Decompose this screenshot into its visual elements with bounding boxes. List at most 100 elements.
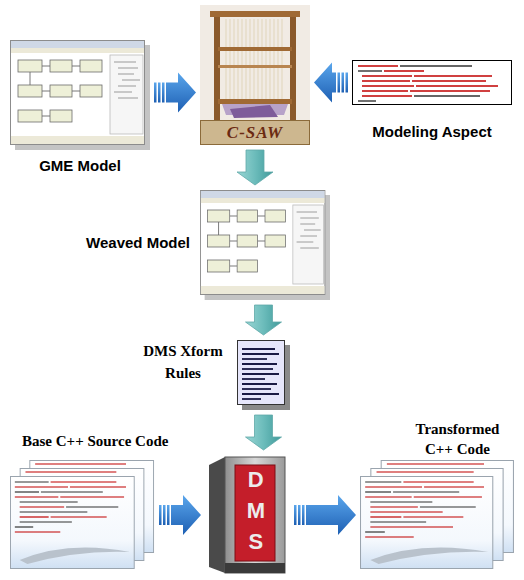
art-detail <box>200 5 310 145</box>
art-detail <box>297 212 317 213</box>
art-detail <box>254 19 255 101</box>
art-detail <box>207 210 229 222</box>
art-detail <box>365 496 412 497</box>
art-detail <box>300 224 315 225</box>
arrow-shape <box>159 505 162 525</box>
art-detail <box>370 511 442 512</box>
server-tower: DMS <box>205 455 290 575</box>
arrow-shape <box>346 73 349 93</box>
art-detail <box>362 95 412 96</box>
art-detail <box>72 66 80 67</box>
art-detail <box>11 41 144 48</box>
art-detail <box>230 266 237 267</box>
code-pages: Transformed C++ Code <box>360 460 515 570</box>
art-detail <box>15 496 59 497</box>
art-detail <box>242 393 279 395</box>
loom-picture: C-SAW <box>200 5 310 145</box>
art-detail <box>80 85 102 97</box>
art-detail <box>242 368 273 370</box>
code-pages <box>360 460 515 570</box>
flow-arrow <box>154 73 196 113</box>
art-detail <box>410 90 490 91</box>
code-pages <box>10 460 155 570</box>
art-detail <box>11 41 145 145</box>
art-detail <box>424 486 484 487</box>
art-detail <box>18 110 42 122</box>
art-detail <box>218 222 219 235</box>
art-detail <box>234 19 235 101</box>
art-detail <box>377 471 474 472</box>
art-detail <box>400 65 472 66</box>
art-detail <box>293 205 324 284</box>
art-detail <box>20 521 72 522</box>
art-detail <box>51 481 117 482</box>
art-detail <box>201 121 310 145</box>
art-detail <box>403 516 463 517</box>
art-detail <box>114 92 132 93</box>
art-detail <box>365 482 484 537</box>
art-detail <box>42 91 50 92</box>
art-detail <box>66 506 118 507</box>
art-detail <box>242 373 279 375</box>
arrow-shape <box>158 83 161 103</box>
node-label: DMS <box>241 467 270 560</box>
art-detail <box>51 516 107 517</box>
art-detail <box>416 85 498 86</box>
arrow-shape <box>314 63 336 103</box>
art-detail <box>15 491 39 492</box>
art-detail <box>18 60 42 72</box>
art-detail <box>210 11 300 17</box>
model-screenshot: GME Model <box>10 40 150 150</box>
art-detail <box>370 516 401 517</box>
art-detail <box>11 136 144 144</box>
art-detail <box>304 230 321 231</box>
arrow-shape <box>306 495 356 535</box>
art-detail <box>242 348 275 350</box>
art-detail <box>201 191 325 198</box>
art-detail <box>361 477 493 569</box>
art-detail <box>258 19 259 101</box>
art-detail <box>370 521 426 522</box>
arrow-shape <box>167 505 170 525</box>
art-detail <box>238 341 285 405</box>
node-label: C-SAW <box>200 121 310 144</box>
art-detail <box>300 236 317 237</box>
art-detail <box>353 61 512 105</box>
art-detail <box>207 260 229 272</box>
flow-arrow <box>159 495 201 535</box>
art-detail <box>209 457 225 573</box>
art-detail <box>362 80 410 81</box>
art-detail <box>300 218 319 219</box>
art-detail <box>15 482 126 532</box>
art-detail <box>238 19 239 101</box>
art-detail <box>365 481 401 482</box>
art-detail <box>403 481 473 482</box>
art-detail <box>201 286 325 294</box>
art-detail <box>266 19 267 101</box>
art-detail <box>20 506 64 507</box>
art-detail <box>225 457 285 573</box>
code-pages: Base C++ Source Code <box>10 460 155 570</box>
art-detail <box>387 463 484 464</box>
art-detail <box>242 353 279 355</box>
arrow-shape <box>246 305 282 335</box>
art-detail <box>18 85 42 97</box>
art-detail <box>230 216 237 217</box>
arrow-shape <box>246 415 282 450</box>
art-detail <box>242 378 265 380</box>
art-detail <box>358 100 376 101</box>
node-label: Modeling Aspect <box>352 122 512 142</box>
art-detail <box>258 241 265 242</box>
art-detail <box>41 491 103 492</box>
art-detail <box>230 105 278 118</box>
art-detail <box>218 99 292 104</box>
art-detail <box>370 548 488 565</box>
art-detail <box>246 19 247 101</box>
art-detail <box>358 70 382 71</box>
art-detail <box>118 98 138 99</box>
arrow-shape <box>163 505 166 525</box>
model-screenshot <box>200 190 330 300</box>
art-detail <box>30 72 31 85</box>
art-detail <box>235 465 275 561</box>
